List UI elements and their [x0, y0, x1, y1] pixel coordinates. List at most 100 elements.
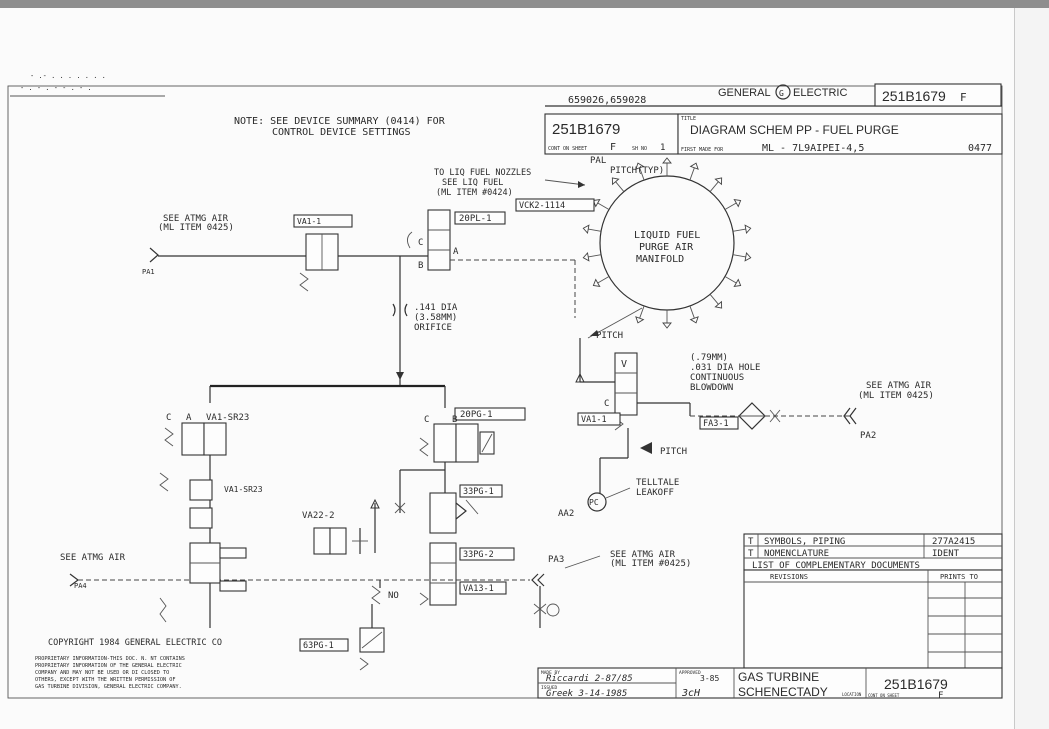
svg-text:B: B — [452, 415, 457, 425]
manifold-label-3: MANIFOLD — [636, 254, 684, 265]
see-atmg-air-bottom: SEE ATMG AIR — [610, 550, 676, 560]
svg-text:A: A — [186, 413, 192, 423]
pitch-label-left: PITCH — [596, 331, 623, 341]
valve-tag-vck2 — [515, 198, 595, 212]
valve-tag-va1-left — [577, 412, 621, 426]
blowdown-hole-label: (.79MM) — [690, 353, 728, 363]
nozzle-arrow-icon — [733, 278, 742, 288]
svg-text:PC: PC — [589, 498, 599, 507]
drawing-title: DIAGRAM SCHEM PP - FUEL PURGE — [690, 123, 899, 137]
complementary-documents-table — [743, 533, 1003, 571]
title-block-location: SCHENECTADY — [738, 685, 828, 699]
viewer-top-bar — [0, 0, 1049, 8]
drawing-border — [7, 85, 1003, 699]
copyright-line: COPYRIGHT 1984 GENERAL ELECTRIC CO — [48, 638, 222, 648]
valve-tag-va13 — [459, 581, 507, 595]
valve-tag-va1 — [293, 214, 353, 228]
svg-text:F: F — [610, 142, 616, 153]
see-atmg-air-right: SEE ATMG AIR — [866, 381, 932, 391]
ref-list-complementary: LIST OF COMPLEMENTARY DOCUMENTS — [752, 561, 920, 571]
svg-text:APPROVED: APPROVED — [679, 670, 701, 676]
svg-text:.031 DIA HOLE: .031 DIA HOLE — [690, 363, 760, 373]
no-label: NO — [388, 591, 399, 601]
note-line-2: CONTROL DEVICE SETTINGS — [272, 127, 410, 138]
pitch-typ-label: PITCH(TYP) — [610, 166, 664, 176]
pal-label: PAL — [590, 156, 606, 166]
nozzle-line — [709, 181, 719, 192]
svg-text:277A2415: 277A2415 — [932, 537, 975, 547]
title-box — [677, 113, 1003, 155]
revisions-table — [743, 569, 1003, 669]
nozzle-line — [732, 228, 746, 232]
pressure-switch-33pg — [429, 492, 457, 534]
pa2-label: PA2 — [860, 431, 876, 441]
nozzle-arrow-icon — [662, 157, 672, 164]
ref-nomenclature: NOMENCLATURE — [764, 549, 829, 559]
svg-text:VA1-1: VA1-1 — [297, 217, 321, 226]
nozzle-line — [588, 228, 602, 232]
proprietary-notice: PROPRIETARY INFORMATION-THIS DOC. N. NT … — [35, 656, 185, 662]
svg-text:G: G — [779, 89, 784, 98]
pa4-label: PA4 — [74, 582, 87, 590]
signature-issued: Greek 3-14-1985 — [546, 689, 627, 699]
company-name: GENERAL — [718, 87, 771, 99]
schematic-drawing: - .- . . . . . . . - . - . - - . - . NOT… — [7, 72, 1003, 701]
note-line-1: NOTE: SEE DEVICE SUMMARY (0414) FOR — [234, 116, 446, 127]
drawing-sheet: - .- . . . . . . . - . - . - - . - . NOT… — [0, 8, 1014, 729]
orifice-icon — [392, 303, 408, 317]
signature-approved: 3cH — [681, 688, 701, 699]
orifice-label: .141 DIA — [414, 303, 458, 313]
svg-text:CONTINUOUS: CONTINUOUS — [690, 373, 744, 383]
va-upper-left-label: VA1-SR23 — [206, 413, 249, 423]
nozzle-arrow-icon — [592, 198, 601, 208]
svg-text:FIRST MADE FOR: FIRST MADE FOR — [681, 147, 724, 153]
nozzle-line — [639, 167, 645, 181]
nozzle-arrow-icon — [662, 322, 672, 329]
svg-text:1: 1 — [660, 143, 665, 153]
svg-text:TITLE: TITLE — [681, 116, 696, 122]
va-mid-label: VA1-SR23 — [224, 485, 263, 494]
pressure-switch-pc — [587, 492, 607, 512]
svg-text:SH NO: SH NO — [632, 146, 647, 152]
see-atmg-air-left: SEE ATMG AIR — [60, 553, 126, 563]
nozzle-arrow-icon — [714, 300, 723, 309]
svg-text:GAS TURBINE DIVISION, GENERAL: GAS TURBINE DIVISION, GENERAL ELECTRIC C… — [35, 684, 182, 690]
corner-scribble: - .- . . . . . . . — [30, 72, 106, 80]
svg-text:33PG-1: 33PG-1 — [463, 487, 494, 497]
nozzle-line — [709, 294, 719, 305]
viewer-scroll-gutter[interactable] — [1014, 8, 1049, 729]
nozzle-arrow-icon — [592, 278, 601, 288]
needle-valve-icon — [769, 409, 781, 423]
svg-text:33PG-2: 33PG-2 — [463, 550, 494, 560]
svg-text:V: V — [621, 359, 627, 370]
valve-upper-left — [181, 422, 205, 456]
manifold-nozzles — [582, 157, 752, 329]
nozzle-arrow-icon — [582, 251, 590, 262]
pitch-label-lower: PITCH — [660, 447, 687, 457]
svg-text:(ML ITEM #0425): (ML ITEM #0425) — [610, 559, 691, 569]
svg-text:63PG-1: 63PG-1 — [303, 641, 334, 651]
svg-text:LOCATION: LOCATION — [842, 692, 862, 697]
svg-text:SEE LIQ FUEL: SEE LIQ FUEL — [442, 178, 503, 188]
nozzle-arrow-icon — [744, 224, 752, 235]
nozzle-line — [732, 254, 746, 258]
svg-text:ORIFICE: ORIFICE — [414, 323, 452, 333]
nozzle-arrow-icon — [733, 198, 742, 208]
svg-text:MADE BY: MADE BY — [541, 670, 560, 676]
svg-text:COMPANY AND MAY NOT BE USED OR: COMPANY AND MAY NOT BE USED OR DI CLOSED… — [35, 670, 169, 676]
nozzle-arrow-icon — [611, 177, 620, 186]
nozzle-line — [724, 202, 737, 210]
svg-text:(3.58MM): (3.58MM) — [414, 313, 457, 323]
svg-text:A: A — [453, 247, 459, 257]
nozzle-arrow-icon — [714, 177, 723, 186]
svg-text:BLOWDOWN: BLOWDOWN — [690, 383, 733, 393]
svg-text:CONT ON SHEET: CONT ON SHEET — [548, 146, 587, 152]
nozzle-arrow-icon — [582, 224, 590, 235]
svg-text:OTHERS, EXCEPT WITH THE WRITTE: OTHERS, EXCEPT WITH THE WRITTEN PERMISSI… — [35, 677, 176, 683]
svg-text:(ML ITEM 0425): (ML ITEM 0425) — [858, 391, 934, 401]
drawing-ml: ML - 7L9AIPEI-4,5 — [762, 143, 864, 154]
svg-text:C: C — [418, 238, 423, 248]
telltale-label: TELLTALE — [636, 478, 679, 488]
ge-logo-icon — [775, 84, 791, 100]
